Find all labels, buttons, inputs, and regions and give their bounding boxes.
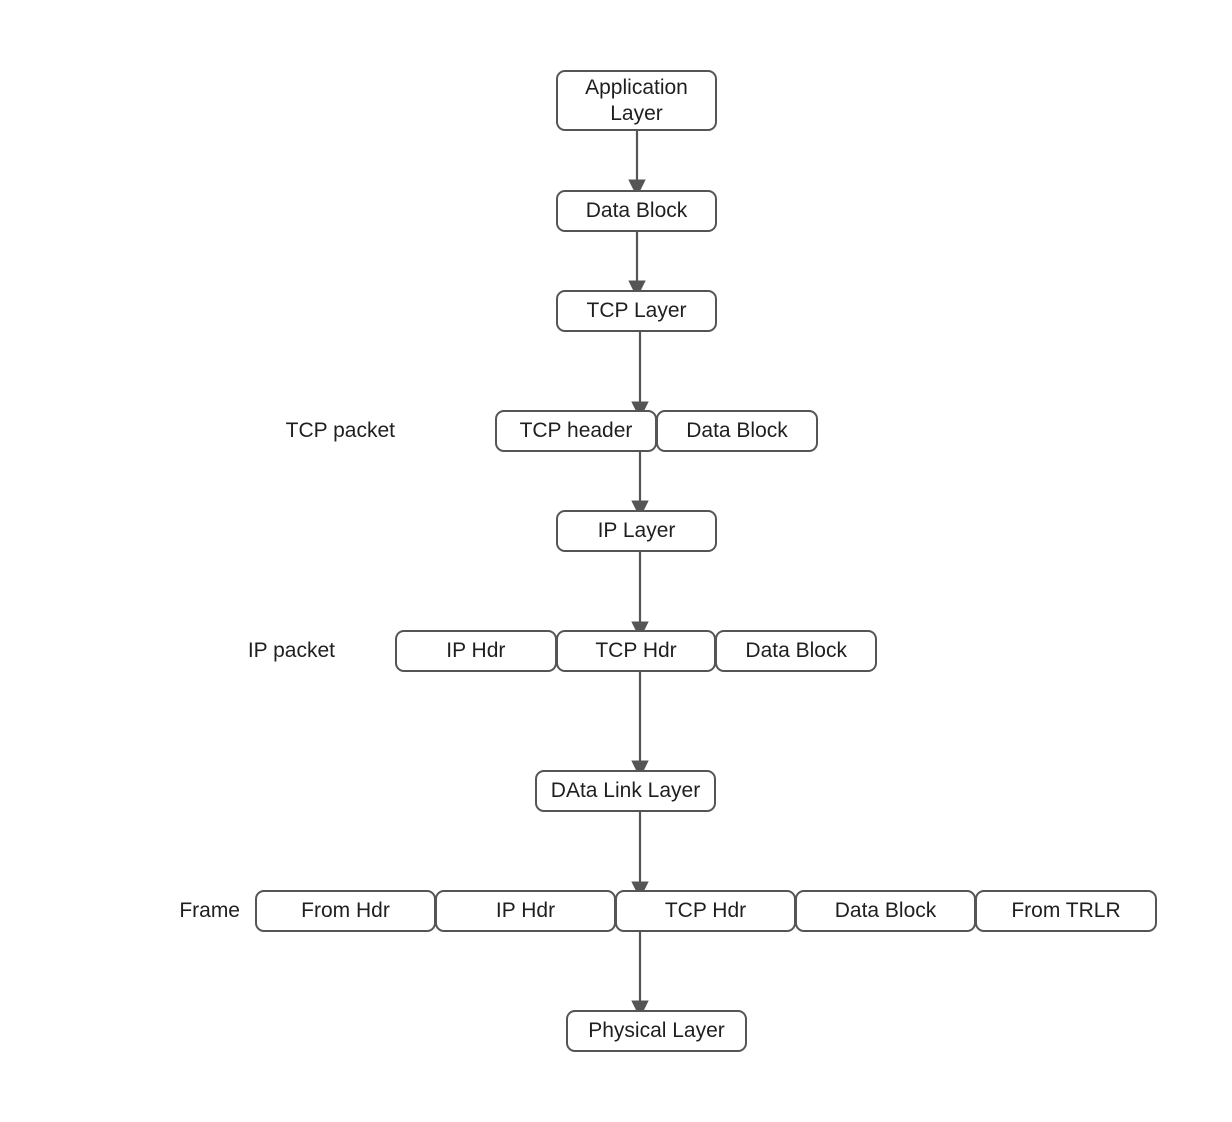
segment-ip-hdr[interactable]: IP Hdr bbox=[395, 630, 557, 672]
label-tcp-packet: TCP packet bbox=[285, 419, 395, 442]
segment-data-block[interactable]: Data Block bbox=[656, 410, 818, 452]
label-frame: Frame bbox=[179, 899, 240, 922]
segment-tcp-hdr[interactable]: TCP Hdr bbox=[615, 890, 796, 932]
segment-data-block[interactable]: Data Block bbox=[715, 630, 878, 672]
strip-frame: From Hdr IP Hdr TCP Hdr Data Block From … bbox=[255, 890, 1157, 932]
segment-tcp-hdr[interactable]: TCP Hdr bbox=[555, 630, 717, 672]
strip-ip-packet: IP Hdr TCP Hdr Data Block bbox=[395, 630, 878, 672]
label-ip-packet: IP packet bbox=[247, 639, 335, 662]
node-ip-layer[interactable]: IP Layer bbox=[556, 510, 717, 552]
segment-tcp-header[interactable]: TCP header bbox=[495, 410, 657, 452]
node-data-link-layer[interactable]: DAta Link Layer bbox=[535, 770, 716, 812]
segment-data-block[interactable]: Data Block bbox=[795, 890, 976, 932]
segment-ip-hdr[interactable]: IP Hdr bbox=[435, 890, 616, 932]
node-application-layer[interactable]: Application Layer bbox=[556, 70, 717, 131]
node-physical-layer[interactable]: Physical Layer bbox=[566, 1010, 747, 1052]
node-tcp-layer[interactable]: TCP Layer bbox=[556, 290, 717, 332]
segment-from-trlr[interactable]: From TRLR bbox=[975, 890, 1157, 932]
strip-tcp-packet: TCP header Data Block bbox=[495, 410, 818, 452]
segment-from-hdr[interactable]: From Hdr bbox=[255, 890, 436, 932]
node-data-block[interactable]: Data Block bbox=[556, 190, 717, 232]
